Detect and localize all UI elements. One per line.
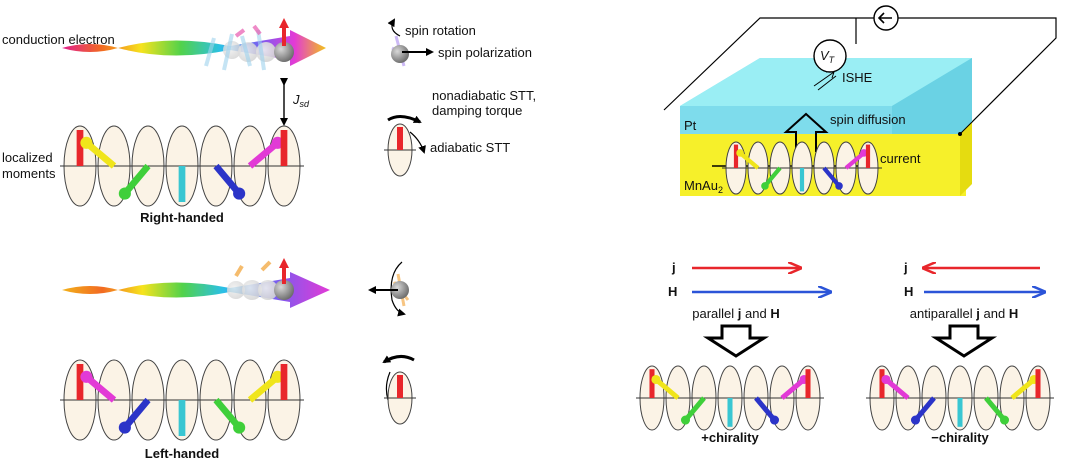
mnau2-label: MnAu2	[684, 178, 723, 195]
moment-chain-minus-chirality	[866, 365, 1054, 431]
moment-arrow-head	[233, 187, 246, 200]
circuit-wire	[663, 17, 1057, 135]
spin-rotation-arrow	[387, 18, 401, 37]
nonadiabatic-label-2: damping torque	[432, 103, 522, 118]
plus-chirality-caption: +chirality	[701, 430, 759, 445]
moment-arrow-blue	[913, 396, 936, 422]
moment-arrow-head	[271, 370, 284, 383]
moment-arrow-magenta	[780, 377, 806, 400]
nonadiabatic-torque-arrow	[387, 115, 422, 124]
moment-arrow-blue	[754, 396, 777, 422]
moment-arrow-head	[271, 136, 284, 149]
spin-schematic-top	[387, 18, 434, 67]
device-schematic	[663, 5, 1057, 196]
antiparallel-caption: antiparallel j and H	[910, 306, 1018, 321]
moment-arrow-head	[761, 182, 769, 190]
moment-arrow-head	[80, 136, 93, 149]
ishe-label: ISHE	[842, 70, 873, 85]
mnau2-layer-side	[960, 122, 972, 196]
electron-beam-bottom	[62, 258, 330, 308]
moment-arrow-blue	[822, 166, 841, 188]
electron-ball	[274, 280, 294, 300]
vt-label: VT	[820, 48, 836, 65]
spin-diffusion-arrow	[783, 112, 829, 152]
spin-schematic-bottom	[368, 261, 410, 317]
parallel-down-arrow	[702, 324, 770, 358]
localized-moment-red	[397, 127, 403, 150]
moment-arrow-head	[680, 415, 691, 425]
adiabatic-label: adiabatic STT	[430, 140, 510, 155]
electron-beam-top	[62, 18, 326, 71]
moment-chain-left-handed	[60, 359, 304, 441]
moment-chain-device	[722, 141, 882, 195]
moment-arrow-magenta	[884, 377, 910, 400]
electron-wave-shape	[62, 272, 330, 308]
spin-ball	[391, 45, 409, 63]
nonadiabatic-label-1: nonadiabatic STT,	[432, 88, 536, 103]
localized-moments-label-1: localized	[2, 150, 53, 165]
conduction-electron-label: conduction electron	[2, 32, 115, 47]
moment-arrow-green	[984, 396, 1007, 422]
moment-arrow-head	[769, 415, 780, 425]
antiparallel-j-label: j	[903, 260, 908, 275]
moment-arrow-head	[860, 149, 868, 157]
moment-arrow-head	[233, 421, 246, 434]
moment-arrow-magenta	[844, 151, 866, 170]
moment-arrow-yellow	[738, 151, 760, 170]
parallel-j-label: j	[671, 260, 676, 275]
localized-moments-label-2: moments	[2, 166, 56, 181]
moment-arrow-green	[763, 166, 782, 188]
moment-arrow-head	[80, 370, 93, 383]
electron-wave-shape	[62, 30, 326, 66]
parallel-h-label: H	[668, 284, 677, 299]
torque-schematic-bottom	[382, 355, 416, 425]
torque-schematic-top	[384, 115, 426, 177]
right-handed-caption: Right-handed	[140, 210, 224, 225]
moment-arrow-head	[881, 374, 891, 385]
antiparallel-down-arrow	[930, 324, 998, 358]
moment-arrow-yellow	[1010, 377, 1036, 400]
jsd-label: Jsd	[292, 92, 310, 109]
left-handed-caption: Left-handed	[145, 446, 219, 461]
moment-arrow-head	[118, 421, 131, 434]
spin-polarization-label: spin polarization	[438, 45, 532, 60]
spin-diffusion-label: spin diffusion	[830, 112, 906, 127]
moment-arrow-head	[999, 415, 1010, 425]
pt-label: Pt	[684, 118, 697, 133]
adiabatic-torque-arrow	[409, 131, 426, 154]
moment-arrow-head	[651, 374, 661, 385]
moment-arrow-yellow	[654, 377, 680, 400]
moment-chain-plus-chirality	[636, 365, 824, 431]
moment-arrow-green	[683, 396, 706, 422]
electron-ball	[274, 42, 294, 62]
parallel-caption: parallel j and H	[692, 306, 779, 321]
spin-rotation-label: spin rotation	[405, 23, 476, 38]
moment-arrow-head	[910, 415, 921, 425]
current-label: current	[880, 151, 921, 166]
moment-arrow-head	[835, 182, 843, 190]
moment-arrow-head	[118, 187, 131, 200]
minus-chirality-caption: −chirality	[931, 430, 989, 445]
moment-arrow-head	[736, 149, 744, 157]
moment-chain-right-handed	[60, 125, 304, 207]
antiparallel-h-label: H	[904, 284, 913, 299]
